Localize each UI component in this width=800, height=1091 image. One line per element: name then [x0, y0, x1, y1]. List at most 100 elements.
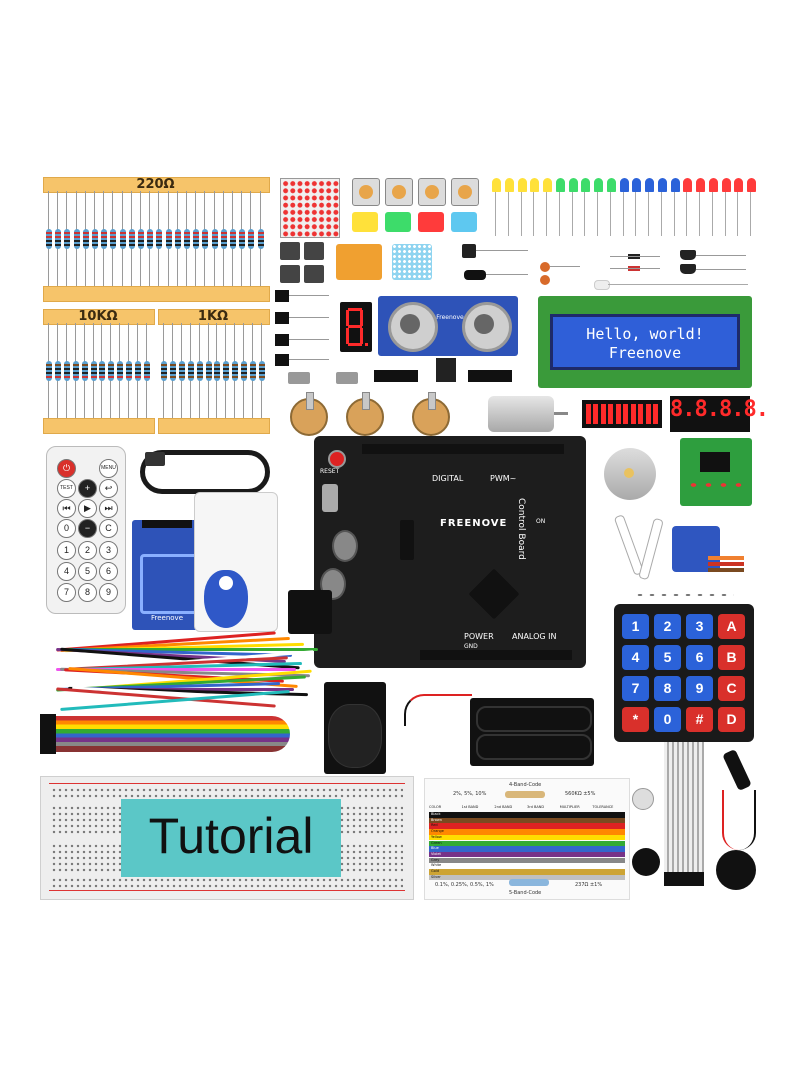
led-leg [660, 192, 662, 236]
resistor [64, 191, 71, 286]
card-example-4band: 560KΩ ±5% [565, 791, 596, 797]
led-bar-graph [582, 400, 662, 428]
resistor [214, 323, 221, 418]
keypad-key: 7 [622, 676, 649, 701]
card-title-5band: 5-Band-Code [509, 890, 542, 896]
power-icon: ⏻ [57, 459, 76, 478]
jumper-wire-bundle [46, 630, 322, 711]
remote-key: 7 [57, 583, 76, 602]
led-leg [520, 192, 522, 236]
resistor [108, 323, 115, 418]
led [721, 178, 731, 192]
resistor-row-1k [161, 323, 265, 418]
keypad-key: C [718, 676, 745, 701]
gnd-label: GND [464, 643, 478, 650]
resistor [46, 323, 52, 418]
led [581, 178, 591, 192]
servo-motor [668, 520, 748, 586]
keypad-key: D [718, 707, 745, 732]
keypad-key: 1 [622, 614, 649, 639]
table-row: White [429, 863, 625, 869]
led [619, 178, 629, 192]
card-title-4band: 4-Band-Code [509, 782, 542, 788]
led-leg [686, 192, 688, 236]
remote-key: C [99, 519, 118, 538]
resistor [239, 191, 246, 286]
table-row: Violet [429, 851, 625, 858]
keypad-key: B [718, 645, 745, 670]
bar-segment [623, 404, 629, 424]
keypad-key: 9 [686, 676, 713, 701]
led-leg [737, 192, 739, 236]
dc-motor [488, 396, 568, 432]
small-buttons [280, 242, 326, 284]
transistor-column [275, 290, 335, 370]
analog-header [420, 650, 572, 660]
relay-module [336, 244, 382, 280]
table-row: Grey [429, 857, 625, 864]
table-header-cell: COLOR [429, 805, 442, 809]
led [734, 178, 744, 192]
led-leg [635, 192, 637, 236]
capacitor-leads [550, 266, 580, 267]
bar-segments [586, 404, 658, 424]
keypad-key: 5 [654, 645, 681, 670]
resistor-strip-1k-top [158, 309, 270, 325]
led-leg [533, 192, 535, 236]
jumper-wire [56, 668, 296, 671]
joystick-module [324, 682, 386, 774]
led-leg [597, 192, 599, 236]
table-row: Orange [429, 829, 625, 835]
resistor-1k-label: 1KΩ [197, 309, 229, 324]
lcd-line-2: Freenove [608, 344, 682, 362]
led-leg [711, 192, 713, 236]
push-button-3 [418, 178, 446, 206]
card-tolerance-note-5: 0.1%, 0.25%, 0.5%, 1% [435, 882, 494, 888]
table-header-cell: MULTIPLIER [559, 805, 580, 809]
table-row: Green [429, 840, 625, 846]
led [696, 178, 706, 192]
resistor [110, 191, 117, 286]
resistor [232, 323, 239, 418]
table-header-cell: 3rd BAND [527, 805, 545, 809]
digital-header [362, 444, 564, 454]
bar-segment [608, 404, 614, 424]
resistor [54, 323, 61, 418]
servo-horns [613, 514, 670, 584]
led-row [492, 176, 760, 238]
remote-key: ▶ [78, 499, 97, 518]
card-sample-resistor-5 [509, 879, 549, 886]
screws [634, 592, 734, 598]
potentiometer-3 [412, 392, 450, 436]
slide-switch-2 [336, 372, 358, 384]
resistor-10k-label: 10KΩ [78, 309, 118, 324]
resistor [250, 323, 257, 418]
resistor [161, 323, 167, 418]
push-button-4 [451, 178, 479, 206]
stepper-motor [600, 442, 666, 502]
rfid-brand: Freenove [150, 614, 184, 622]
resistor [63, 323, 70, 418]
resistor [165, 191, 172, 286]
led-leg [571, 192, 573, 236]
led-leg [546, 192, 548, 236]
power-label: POWER [464, 632, 494, 641]
resistor [178, 323, 185, 418]
buzzer-2 [632, 848, 660, 876]
lcd-module: Hello, world! Freenove [538, 296, 752, 388]
resistor [196, 323, 203, 418]
keypad-key: * [622, 707, 649, 732]
usb-cable [140, 442, 270, 494]
sensor-leads-2 [486, 274, 528, 275]
ic-chip [436, 358, 456, 382]
remote-key: 8 [78, 583, 97, 602]
resistor [147, 191, 154, 286]
led-dot-matrix [280, 178, 340, 238]
led [517, 178, 527, 192]
resistor [205, 323, 212, 418]
resistor [156, 191, 163, 286]
reset-label: RESET [320, 468, 340, 475]
